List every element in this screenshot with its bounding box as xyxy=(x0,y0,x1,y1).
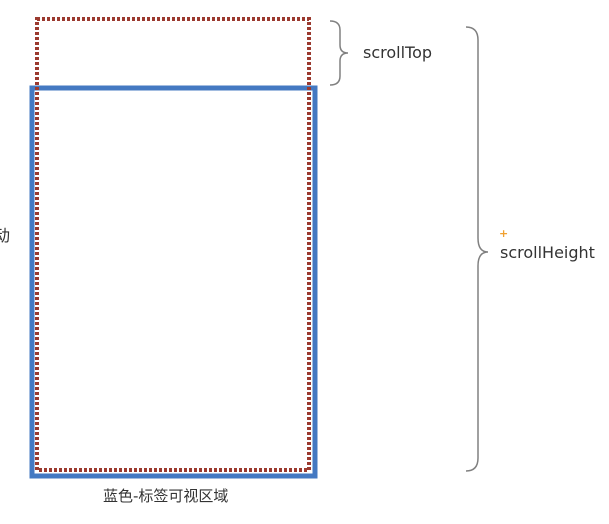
scrolltop-label: scrollTop xyxy=(363,43,433,62)
scrolltop-brace xyxy=(329,20,349,86)
visible-area-caption: 蓝色-标签可视区域 xyxy=(103,487,229,505)
left-cropped-label: 动 xyxy=(0,226,11,245)
plus-marker-icon: + xyxy=(499,227,509,240)
scrollheight-label: scrollHeight xyxy=(500,243,595,262)
scrollheight-brace xyxy=(465,26,489,472)
visible-area-box xyxy=(29,85,318,479)
content-area-dotted-box xyxy=(35,17,311,472)
